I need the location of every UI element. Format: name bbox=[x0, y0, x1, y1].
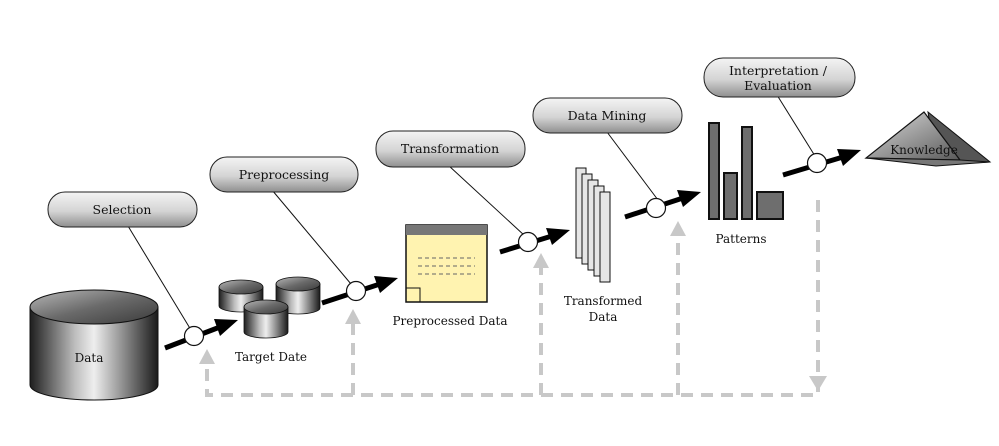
feedback-loop bbox=[205, 200, 820, 397]
junction-circles bbox=[183, 152, 828, 347]
stage-pill-selection: Selection bbox=[47, 191, 198, 228]
cylinder-top bbox=[29, 289, 159, 325]
stage-label-selection: Selection bbox=[93, 202, 152, 217]
pattern-bar-2 bbox=[723, 172, 738, 220]
arrowhead-target-to-preprocessed bbox=[374, 276, 398, 293]
stage-pill-data-mining: Data Mining bbox=[532, 97, 683, 134]
junction-data-mining bbox=[645, 197, 667, 219]
artifact-label-knowledge: Knowledge bbox=[890, 143, 958, 157]
arrowhead-patterns-to-knowledge bbox=[837, 149, 861, 166]
connector-data-mining bbox=[606, 131, 659, 201]
patterns-bars-icon bbox=[708, 122, 784, 220]
arrowhead-transformed-to-patterns bbox=[677, 190, 701, 207]
artifact-label-transformed-line2: Data bbox=[589, 310, 618, 324]
stage-pill-transformation: Transformation bbox=[375, 130, 526, 168]
pattern-bar-3 bbox=[741, 126, 753, 220]
connector-selection bbox=[127, 225, 192, 331]
stage-label-interpretation-line2: Evaluation bbox=[744, 78, 812, 93]
stage-connectors bbox=[127, 94, 816, 331]
pill-shape bbox=[47, 191, 198, 228]
stage-pill-interpretation: Interpretation / Evaluation bbox=[703, 57, 856, 98]
pill-shape bbox=[375, 130, 526, 168]
artifact-label-patterns: Patterns bbox=[715, 232, 766, 246]
pill-shape bbox=[703, 57, 856, 98]
arrowhead-down-interpretation bbox=[809, 376, 827, 391]
connector-preprocessing bbox=[271, 189, 352, 285]
artifact-label-transformed-line1: Transformed bbox=[564, 294, 643, 308]
connector-transformation bbox=[447, 164, 526, 237]
transformed-data-stack-icon bbox=[575, 167, 611, 283]
junction-preprocessing bbox=[345, 280, 367, 302]
arrowhead-up-data-mining bbox=[670, 221, 686, 236]
artifact-label-target-data: Target Date bbox=[235, 350, 307, 364]
pattern-bar-1 bbox=[708, 122, 720, 220]
knowledge-pyramid-icon bbox=[864, 110, 992, 167]
arrowhead-up-selection bbox=[199, 349, 215, 364]
stage-pill-preprocessing: Preprocessing bbox=[209, 156, 359, 193]
document-header bbox=[406, 225, 487, 235]
small-cylinder-front bbox=[243, 299, 289, 339]
feedback-return-line bbox=[205, 200, 820, 397]
data-cylinder-icon bbox=[29, 289, 159, 401]
stage-label-transformation: Transformation bbox=[401, 141, 499, 156]
stage-label-preprocessing: Preprocessing bbox=[239, 167, 330, 182]
pattern-bar-4 bbox=[756, 191, 784, 220]
junction-transformation bbox=[517, 231, 539, 253]
artifact-label-data: Data bbox=[75, 351, 104, 365]
stage-label-data-mining: Data Mining bbox=[568, 108, 647, 123]
arrowhead-up-preprocessing bbox=[345, 309, 361, 324]
target-data-cylinders-icon bbox=[218, 276, 321, 339]
junction-interpretation bbox=[806, 152, 828, 174]
feedback-arrowheads bbox=[199, 221, 827, 391]
arrowhead-data-to-target bbox=[214, 319, 238, 336]
artifact-label-preprocessed-data: Preprocessed Data bbox=[392, 314, 507, 328]
connector-interpretation bbox=[776, 94, 816, 157]
pill-shape bbox=[209, 156, 359, 193]
stage-label-interpretation-line1: Interpretation / bbox=[729, 63, 828, 78]
sheet-5 bbox=[599, 191, 611, 283]
preprocessed-document-icon bbox=[405, 224, 488, 303]
arrowhead-preprocessed-to-transformed bbox=[546, 228, 570, 245]
arrowhead-up-transformation bbox=[533, 253, 549, 268]
document-corner-fold bbox=[406, 287, 421, 302]
document-body bbox=[405, 224, 488, 303]
cylinder-body bbox=[29, 306, 159, 401]
pyramid-base bbox=[865, 157, 991, 167]
junction-selection bbox=[183, 325, 205, 347]
pill-shape bbox=[532, 97, 683, 134]
